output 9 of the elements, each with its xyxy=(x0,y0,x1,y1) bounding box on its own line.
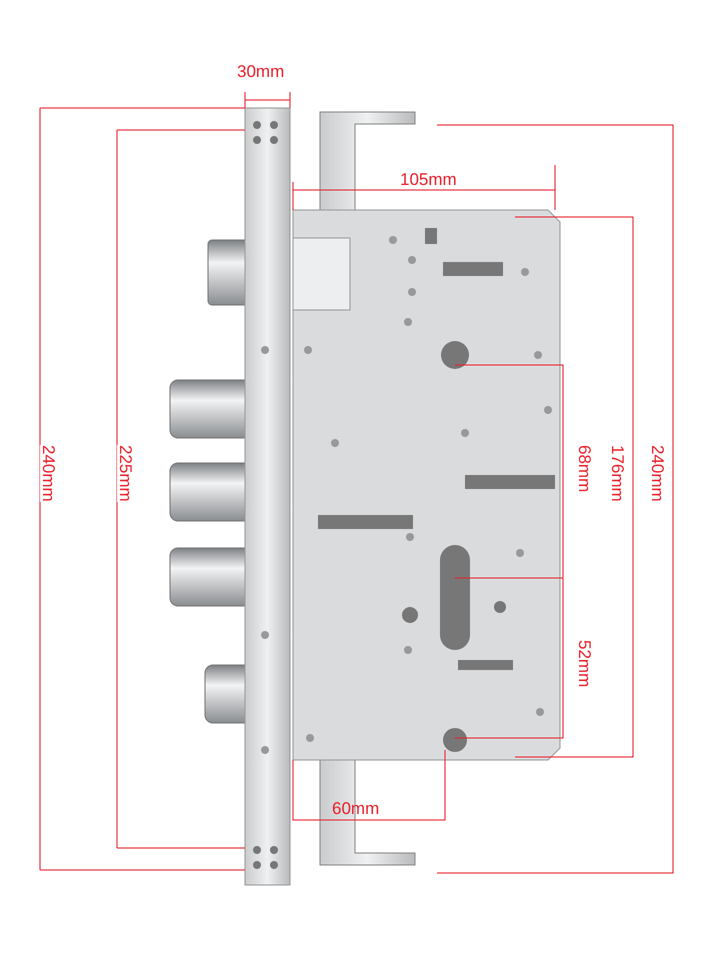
dimension-label: 105mm xyxy=(400,171,457,188)
dimension-label: 176mm xyxy=(609,445,626,502)
dimension-label: 30mm xyxy=(237,63,284,80)
dimension-label: 240mm xyxy=(40,445,57,502)
dimension-label: 225mm xyxy=(117,445,134,502)
dimension-label: 60mm xyxy=(332,800,380,817)
dimension-label: 52mm xyxy=(576,640,593,688)
dimension-label: 240mm xyxy=(649,445,666,502)
dimension-label: 68mm xyxy=(576,445,593,492)
